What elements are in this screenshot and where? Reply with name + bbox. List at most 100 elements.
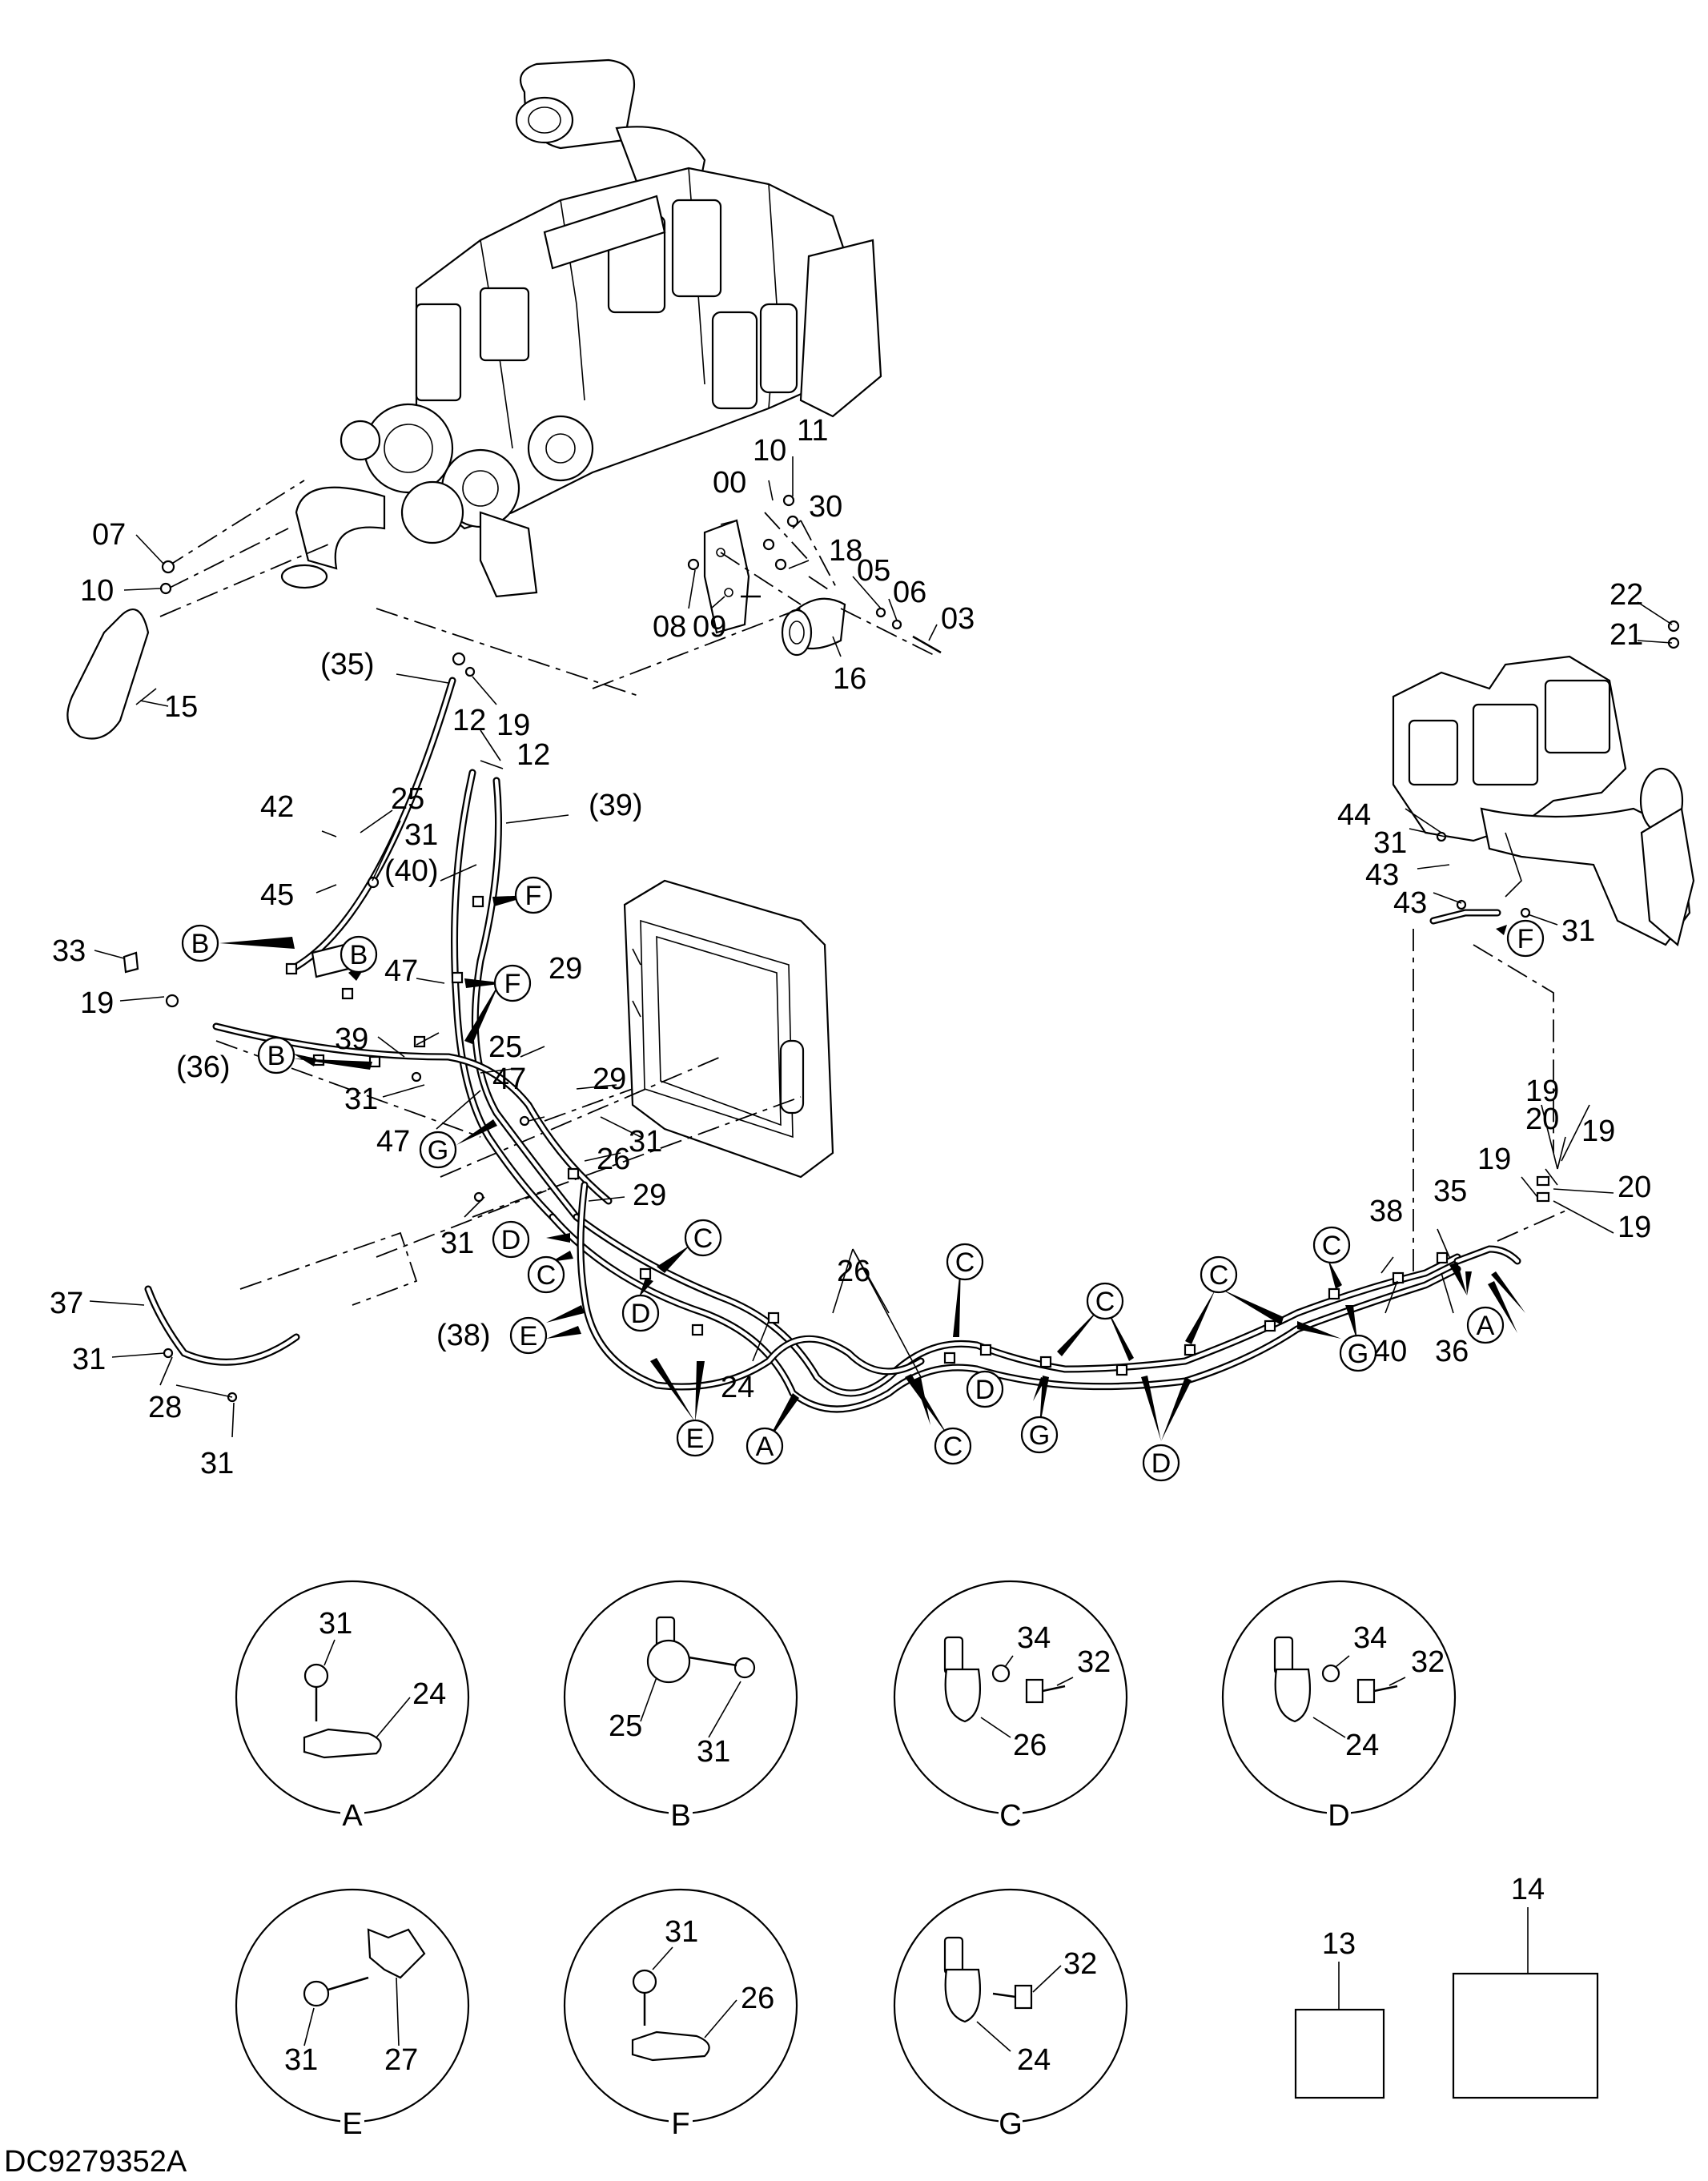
callout-B3: B [257, 1036, 295, 1074]
detail-F: F 31 26 [563, 1888, 798, 2141]
label-21: 21 [1610, 618, 1643, 652]
detail-letter: C [999, 1799, 1021, 1833]
label-31h: 31 [1561, 914, 1595, 948]
svg-text:F: F [504, 969, 521, 999]
detail-part: 25 [609, 1709, 642, 1743]
svg-text:C: C [1322, 1231, 1342, 1261]
label-29b: 29 [593, 1062, 626, 1096]
callout-G1: G [419, 1131, 457, 1169]
detail-part: 32 [1063, 1947, 1097, 1981]
callout-G2: G [1020, 1416, 1059, 1454]
callout-circles: F F F B B B G G G C C C C C C C D D D D … [181, 876, 1545, 1482]
svg-text:F: F [1517, 924, 1534, 954]
label-19a: 19 [496, 709, 530, 742]
label-26a: 26 [597, 1143, 630, 1176]
svg-text:D: D [501, 1225, 521, 1255]
detail-letter: F [671, 2107, 689, 2141]
detail-part: 34 [1017, 1621, 1051, 1655]
detail-part: 24 [1017, 2043, 1051, 2077]
drawing-code: DC9279352A [4, 2145, 187, 2179]
label-29a: 29 [549, 952, 582, 986]
label-31f: 31 [200, 1447, 234, 1480]
detail-part: 26 [741, 1982, 774, 2015]
label-43a: 43 [1365, 858, 1399, 892]
svg-text:C: C [693, 1223, 713, 1254]
callout-D2: D [621, 1294, 660, 1332]
label-07: 07 [92, 518, 126, 552]
label-19c: 19 [1525, 1074, 1559, 1108]
label-10b: 10 [753, 434, 786, 468]
svg-text:B: B [350, 940, 368, 970]
callout-C2: C [527, 1255, 565, 1294]
label-40: 40 [1373, 1335, 1407, 1368]
svg-text:C: C [537, 1260, 557, 1291]
detail-C: C 34 32 26 [893, 1580, 1128, 1833]
svg-text:G: G [1029, 1420, 1050, 1451]
svg-text:G: G [1348, 1339, 1368, 1369]
label-09: 09 [693, 610, 726, 644]
callout-G3: G [1339, 1334, 1377, 1372]
callout-F3: F [1506, 919, 1545, 958]
label-24a: 24 [721, 1371, 754, 1404]
label-36: 36 [1435, 1335, 1469, 1368]
fasteners-top [159, 494, 1680, 666]
callout-pointers [219, 895, 1525, 1446]
label-36-paren: (36) [176, 1050, 231, 1084]
detail-part: 31 [665, 1915, 698, 1949]
detail-G: G 32 24 [893, 1888, 1128, 2141]
label-42: 42 [260, 790, 294, 824]
label-33: 33 [52, 934, 86, 968]
detail-letter: D [1328, 1799, 1349, 1833]
callout-F1: F [514, 876, 553, 914]
label-22: 22 [1610, 578, 1643, 612]
callout-C6: C [1312, 1226, 1351, 1264]
engine-assembly [280, 58, 882, 598]
label-25a: 25 [391, 782, 424, 816]
callout-E1: E [509, 1316, 548, 1355]
callout-C4: C [1086, 1282, 1124, 1320]
label-37: 37 [50, 1287, 83, 1320]
label-39-paren: (39) [589, 789, 643, 822]
callout-C5: C [1200, 1255, 1238, 1294]
label-45: 45 [260, 878, 294, 912]
label-05: 05 [857, 554, 890, 588]
label-35-paren: (35) [320, 648, 375, 681]
leader-lines [89, 456, 1673, 1438]
label-31g: 31 [1373, 826, 1407, 860]
svg-text:C: C [943, 1432, 963, 1462]
part-number-labels: 07 10 15 00 10 11 30 18 05 06 03 08 09 1… [50, 414, 1651, 1480]
callout-C7: C [934, 1427, 972, 1465]
detail-part: 26 [1013, 1729, 1047, 1762]
label-08: 08 [653, 610, 686, 644]
svg-text:D: D [975, 1375, 995, 1405]
label-25b: 25 [488, 1030, 522, 1064]
callout-A2: A [1466, 1306, 1505, 1344]
callout-C1: C [684, 1219, 722, 1257]
box-14: 14 [1452, 1873, 1599, 2099]
detail-D: D 34 32 24 [1221, 1580, 1457, 1833]
label-10: 10 [80, 574, 114, 608]
callout-D3: D [966, 1370, 1004, 1408]
label-47a: 47 [384, 954, 418, 988]
box-label: 13 [1322, 1927, 1356, 1961]
callout-B2: B [340, 935, 378, 974]
detail-A: A 31 24 [235, 1580, 470, 1833]
callout-C3: C [946, 1243, 984, 1281]
label-11: 11 [797, 414, 828, 448]
label-47c: 47 [376, 1125, 410, 1159]
callout-B1: B [181, 924, 219, 962]
svg-text:A: A [756, 1432, 774, 1462]
label-47b: 47 [492, 1062, 526, 1096]
condenser-assembly [623, 879, 834, 1179]
svg-text:C: C [955, 1247, 975, 1278]
label-12b: 12 [516, 738, 550, 772]
svg-text:D: D [631, 1299, 651, 1329]
label-26b: 26 [837, 1255, 870, 1288]
centerlines-right [1413, 929, 1570, 1273]
detail-part: 31 [319, 1607, 352, 1641]
detail-part: 32 [1077, 1645, 1111, 1679]
callout-A1: A [745, 1427, 784, 1465]
label-18: 18 [829, 534, 862, 568]
detail-part: 32 [1411, 1645, 1445, 1679]
